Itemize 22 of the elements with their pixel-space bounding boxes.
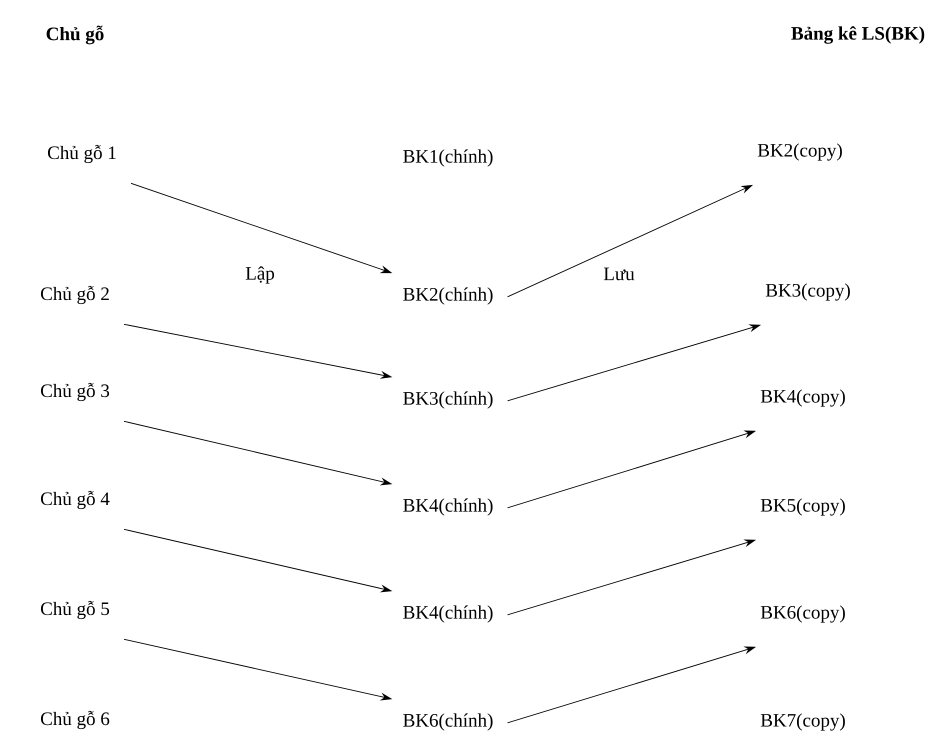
edge-label: Lập (244, 265, 276, 285)
node-text: BK2(copy) (758, 143, 842, 161)
node-text: BK5(copy) (760, 498, 845, 516)
node-text: BK2(chính) (403, 287, 493, 305)
node-text: BK4(chính) (403, 498, 493, 516)
node-text: BK6(chính) (403, 713, 493, 731)
node-text: BK4(chính) (403, 605, 493, 623)
edge-label: Lưu (602, 266, 636, 282)
node-text: Chủ gỗ 5 (40, 600, 110, 620)
column-heading: Chủ gỗ (46, 26, 104, 44)
node-text: Chủ gỗ 2 (40, 286, 109, 304)
node-text: Chủ gỗ 4 (40, 490, 110, 510)
node-text: Chủ gỗ 6 (40, 710, 110, 730)
column-heading: Bảng kê LS(BK) (791, 26, 924, 44)
node-text: BK3(chính) (403, 391, 493, 409)
node-text: BK6(copy) (760, 605, 845, 623)
node-text: Chủ gỗ 3 (40, 382, 110, 402)
node-text: BK7(copy) (760, 713, 845, 731)
node-text: BK4(copy) (760, 389, 845, 407)
node-text: Chủ gỗ 1 (48, 144, 116, 164)
node-text: BK1(chính) (403, 149, 493, 167)
node-text: BK3(copy) (766, 283, 850, 301)
